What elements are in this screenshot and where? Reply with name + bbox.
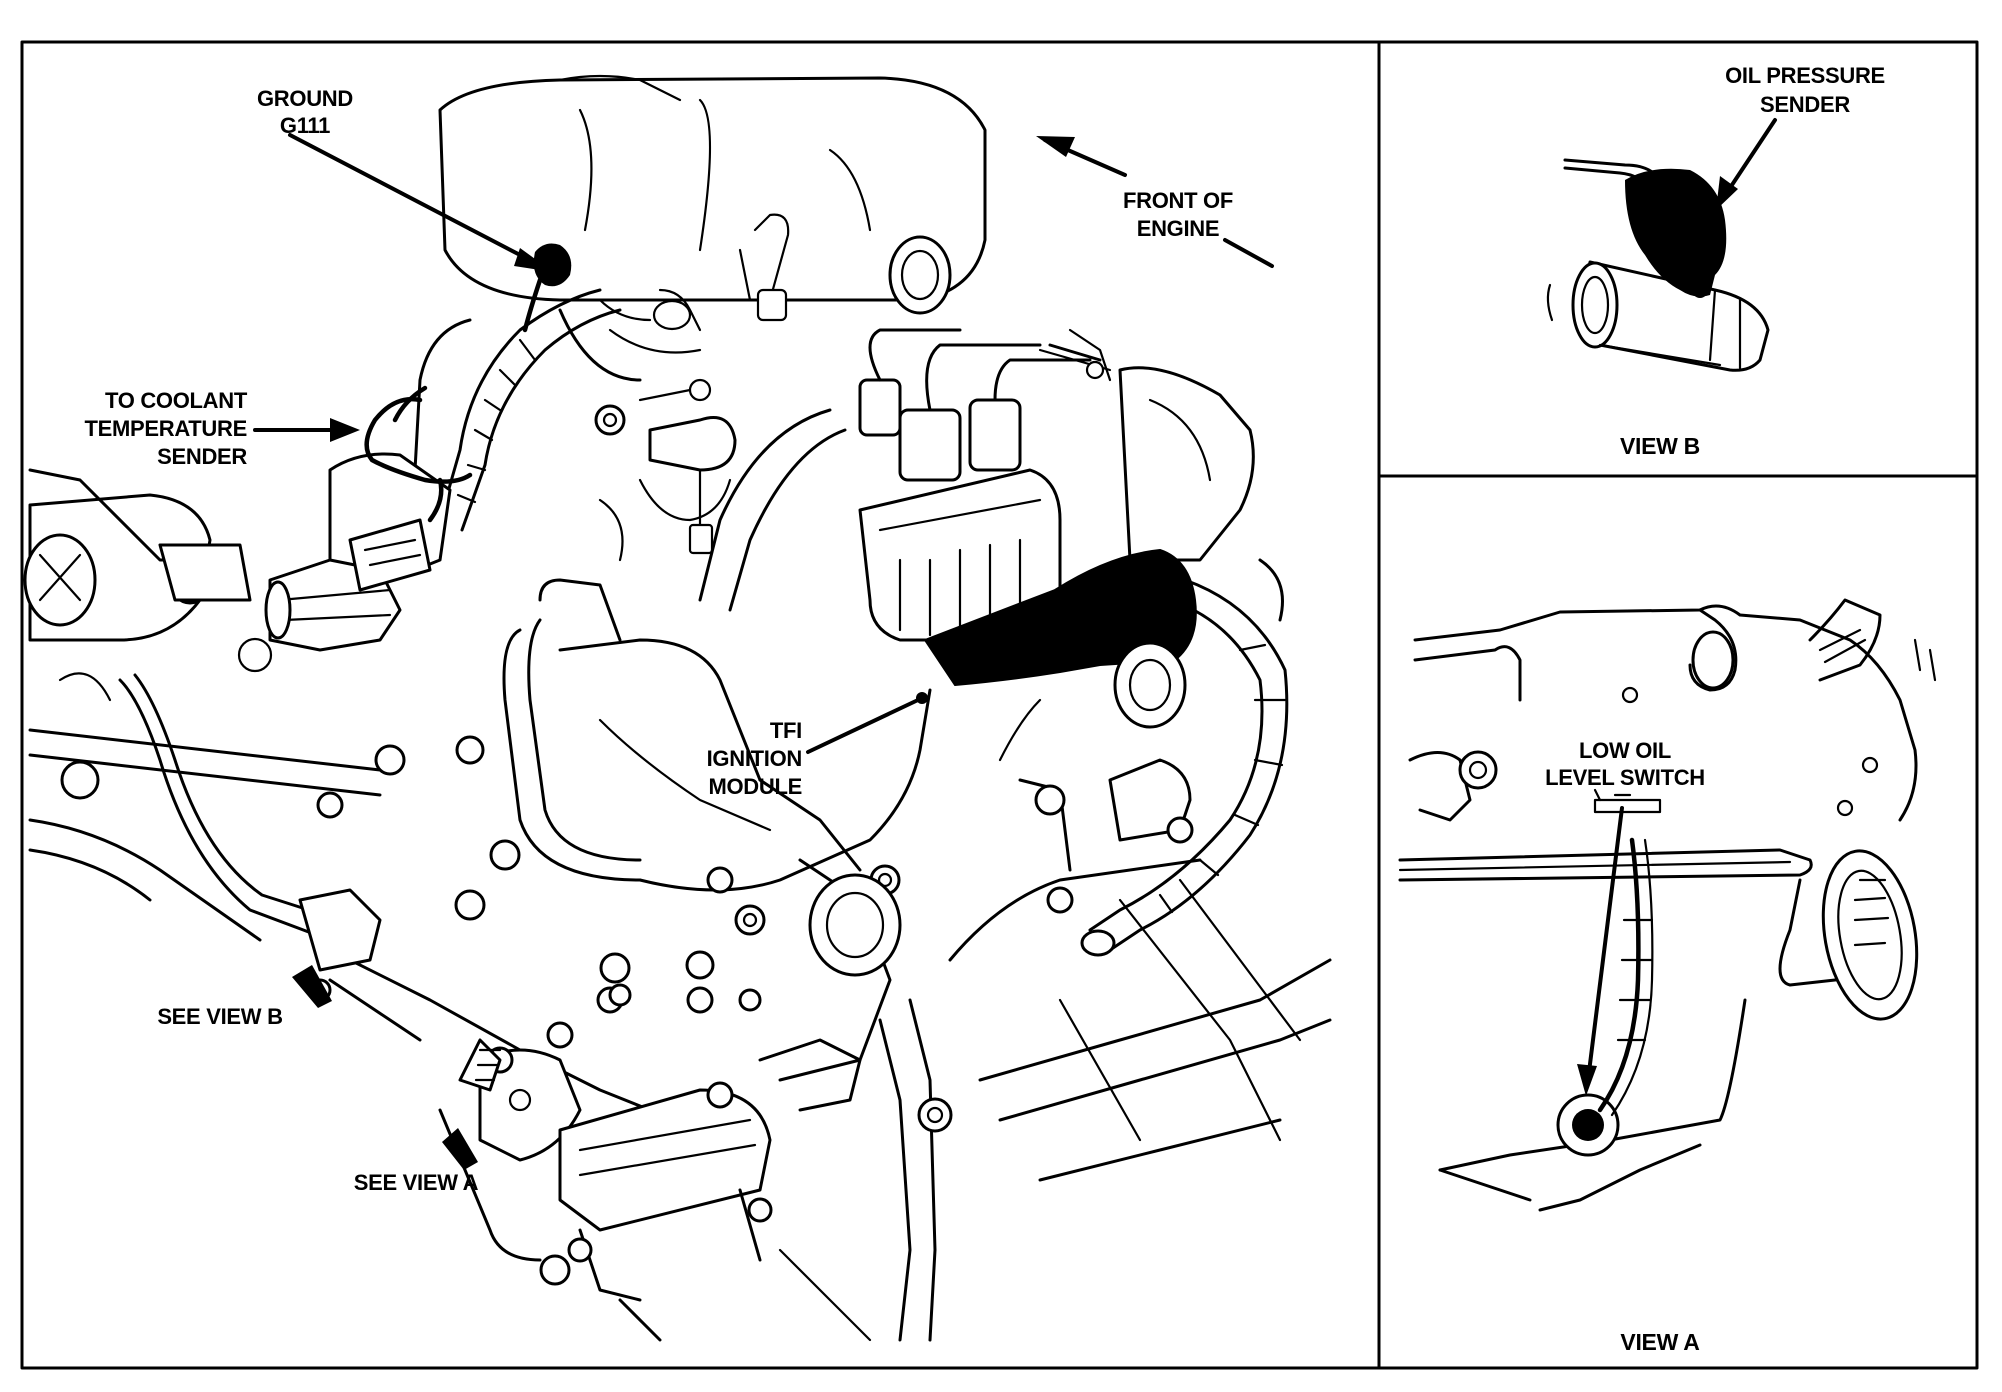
main-view-engine-drawing: [23, 74, 1332, 1342]
label-front-of-engine-line1: FRONT OF: [1123, 188, 1233, 213]
wiring-harness: [438, 288, 1289, 957]
view-b-title: VIEW B: [1620, 433, 1700, 459]
coolant-sender-wire: [364, 385, 473, 523]
label-low-oil-line1: LOW OIL: [1579, 738, 1671, 763]
lower-intake: [413, 308, 737, 562]
distributor-and-wires: [638, 328, 1112, 642]
label-tfi-line2: IGNITION: [707, 746, 802, 771]
valve-cover: [1038, 348, 1255, 562]
bolts: [308, 735, 762, 1109]
water-pump: [808, 641, 1194, 977]
label-coolant-line3: SENDER: [157, 444, 247, 469]
view-a-panel: LOW OIL LEVEL SWITCH VIEW A: [1398, 598, 1937, 1355]
thermostat-housing: [264, 452, 452, 652]
view-b-panel: OIL PRESSURE SENDER VIEW B: [1546, 63, 1885, 459]
label-see-view-b: SEE VIEW B: [157, 1004, 282, 1029]
panel-frames: [20, 40, 1979, 1370]
view-a-title: VIEW A: [1620, 1329, 1699, 1355]
label-coolant-line1: TO COOLANT: [105, 388, 248, 413]
label-tfi-line1: TFI: [770, 718, 802, 743]
label-ground-line2: G111: [280, 113, 330, 138]
label-tfi-line3: MODULE: [708, 774, 802, 799]
front-accessories: [23, 468, 382, 942]
sender-tube: [118, 673, 502, 1092]
view-b-drawing: [1546, 158, 1770, 372]
label-oil-pressure-line1: OIL PRESSURE: [1725, 63, 1885, 88]
label-coolant-line2: TEMPERATURE: [84, 416, 247, 441]
main-view-labels: GROUND G111 FRONT OF ENGINE TO COOLANT T…: [84, 86, 1233, 1195]
lower-block: [328, 858, 1332, 1342]
view-a-drawing: [1398, 598, 1937, 1212]
timing-cover: [502, 578, 932, 1082]
label-low-oil-line2: LEVEL SWITCH: [1545, 765, 1705, 790]
label-ground-line1: GROUND: [257, 86, 353, 111]
ground-g111-terminal: [522, 243, 572, 333]
label-front-of-engine-line2: ENGINE: [1137, 216, 1220, 241]
intake-plenum: [438, 74, 987, 332]
label-oil-pressure-line2: SENDER: [1760, 92, 1850, 117]
label-see-view-a: SEE VIEW A: [354, 1170, 479, 1195]
main-view-leaders: [253, 133, 1274, 1170]
